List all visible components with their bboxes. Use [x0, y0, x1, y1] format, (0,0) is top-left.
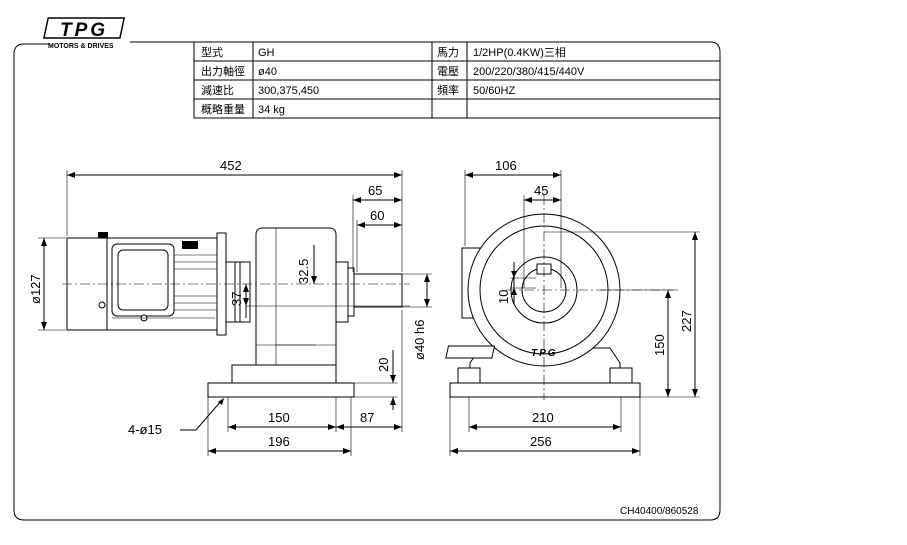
spec-value-model: GH — [258, 47, 275, 59]
end-view-logo: TPG — [445, 345, 558, 359]
drawing-number: CH40400/860528 — [620, 506, 699, 517]
dim-end-106: 106 — [495, 158, 517, 173]
drawing-frame — [13, 41, 721, 521]
logo-tagline: MOTORS & DRIVES — [48, 43, 114, 50]
dim-overall-length: 452 — [220, 158, 242, 173]
dim-base-87: 87 — [360, 410, 374, 425]
spec-label-frequency: 頻率 — [437, 83, 459, 97]
dim-center-32-5: 32.5 — [296, 259, 311, 284]
dim-end-150: 150 — [652, 334, 667, 356]
dim-base-height: 20 — [376, 358, 391, 372]
tpg-logo: TPG MOTORS & DRIVES — [43, 17, 126, 50]
dim-shaft-60: 60 — [370, 208, 384, 223]
end-dimensions: 106 45 10 150 227 210 — [449, 158, 700, 456]
spec-label-shaft: 出力軸徑 — [201, 64, 245, 78]
spec-label-power: 馬力 — [437, 46, 459, 59]
side-view — [62, 227, 410, 398]
logo-brand: TPG — [60, 20, 108, 41]
dim-key-10: 10 — [496, 290, 511, 304]
dim-end-256: 256 — [530, 434, 552, 449]
spec-value-weight: 34 kg — [258, 104, 285, 116]
dim-base-196: 196 — [268, 434, 290, 449]
side-dimensions: 452 65 60 ø127 37 32.5 ø4 — [28, 158, 432, 456]
spec-label-voltage: 電壓 — [437, 65, 459, 78]
dim-base-150: 150 — [268, 410, 290, 425]
gear-housing — [255, 227, 337, 384]
dim-end-45: 45 — [534, 183, 548, 198]
dim-motor-dia: ø127 — [28, 274, 43, 304]
dim-end-210: 210 — [532, 410, 554, 425]
spec-label-ratio: 減速比 — [201, 83, 234, 97]
output-shaft — [353, 273, 403, 308]
spec-table: 型式 GH 馬力 1/2HP(0.4KW)三相 出力軸徑 ø40 電壓 200/… — [193, 42, 720, 119]
end-base-plate — [449, 382, 641, 398]
dim-shaft-65: 65 — [368, 183, 382, 198]
dim-center-37: 37 — [229, 292, 244, 306]
spec-value-ratio: 300,375,450 — [258, 85, 319, 97]
dim-shaft-dia: ø40 h6 — [412, 320, 427, 360]
spec-label-weight: 概略重量 — [201, 102, 245, 116]
spec-value-power: 1/2HP(0.4KW)三相 — [473, 46, 566, 59]
spec-value-frequency: 50/60HZ — [473, 85, 515, 97]
end-view: TPG — [445, 195, 680, 400]
spec-value-shaft: ø40 — [258, 66, 277, 78]
svg-text:TPG: TPG — [531, 348, 558, 359]
dim-end-227: 227 — [679, 310, 694, 332]
dim-holes: 4-ø15 — [128, 422, 162, 437]
spec-label-model: 型式 — [201, 45, 223, 59]
spec-value-voltage: 200/220/380/415/440V — [473, 66, 585, 78]
base-plate — [207, 382, 355, 398]
